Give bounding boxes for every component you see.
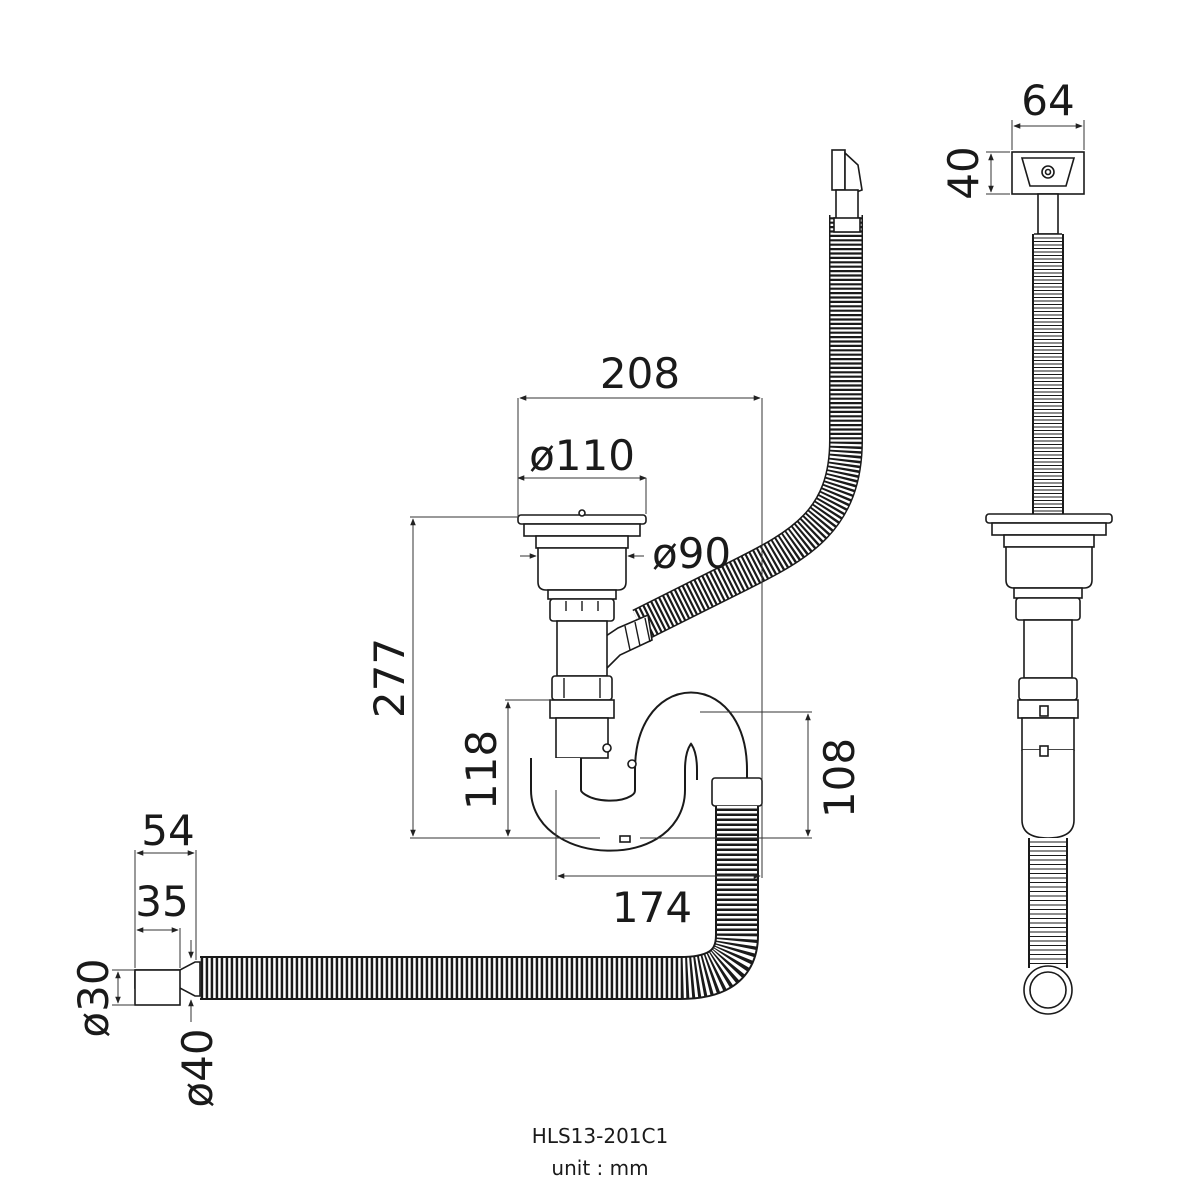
dim-outlet-tail-length: 35 — [135, 877, 188, 926]
dim-hose-diameter: ø40 — [173, 1028, 222, 1107]
overflow-hose — [632, 215, 863, 641]
side-overflow-head — [1011, 151, 1085, 235]
model-number: HLS13-201C1 — [532, 1124, 668, 1148]
unit-label: unit : mm — [551, 1156, 648, 1180]
side-standpipe — [1017, 619, 1079, 839]
dim-outlet-diameter: ø30 — [69, 958, 118, 1037]
caption: HLS13-201C1 unit : mm — [532, 1124, 668, 1180]
outlet-tail — [134, 961, 201, 1006]
dim-trap-height: 108 — [815, 738, 864, 818]
standpipe — [549, 620, 615, 759]
dim-overflow-width: 64 — [1021, 76, 1074, 125]
side-drain-hose — [1028, 838, 1068, 968]
side-drain-hose-ribs — [1030, 841, 1066, 964]
dimension-lines — [112, 120, 1085, 1022]
dim-overall-height: 277 — [365, 638, 414, 718]
overflow-head — [831, 149, 863, 233]
dim-overall-width: 208 — [600, 349, 680, 398]
front-view — [134, 149, 863, 1006]
dim-trap-inlet-height: 118 — [457, 730, 506, 810]
s-trap — [530, 691, 763, 852]
dim-body-diameter: ø90 — [652, 529, 731, 578]
dimension-labels: 208 ø110 ø90 277 118 108 174 54 35 ø30 ø… — [69, 76, 1075, 1108]
drain-hose — [200, 806, 759, 1000]
dim-trap-width: 174 — [612, 883, 692, 932]
dim-strainer-diameter: ø110 — [529, 431, 635, 480]
strainer-basket — [517, 509, 647, 622]
side-strainer — [985, 513, 1113, 621]
dim-overflow-height: 40 — [939, 146, 988, 199]
side-view — [985, 151, 1113, 1015]
side-overflow-hose-ribs — [1034, 237, 1062, 512]
dim-outlet-length: 54 — [141, 806, 194, 855]
side-hose-end — [1023, 965, 1073, 1015]
